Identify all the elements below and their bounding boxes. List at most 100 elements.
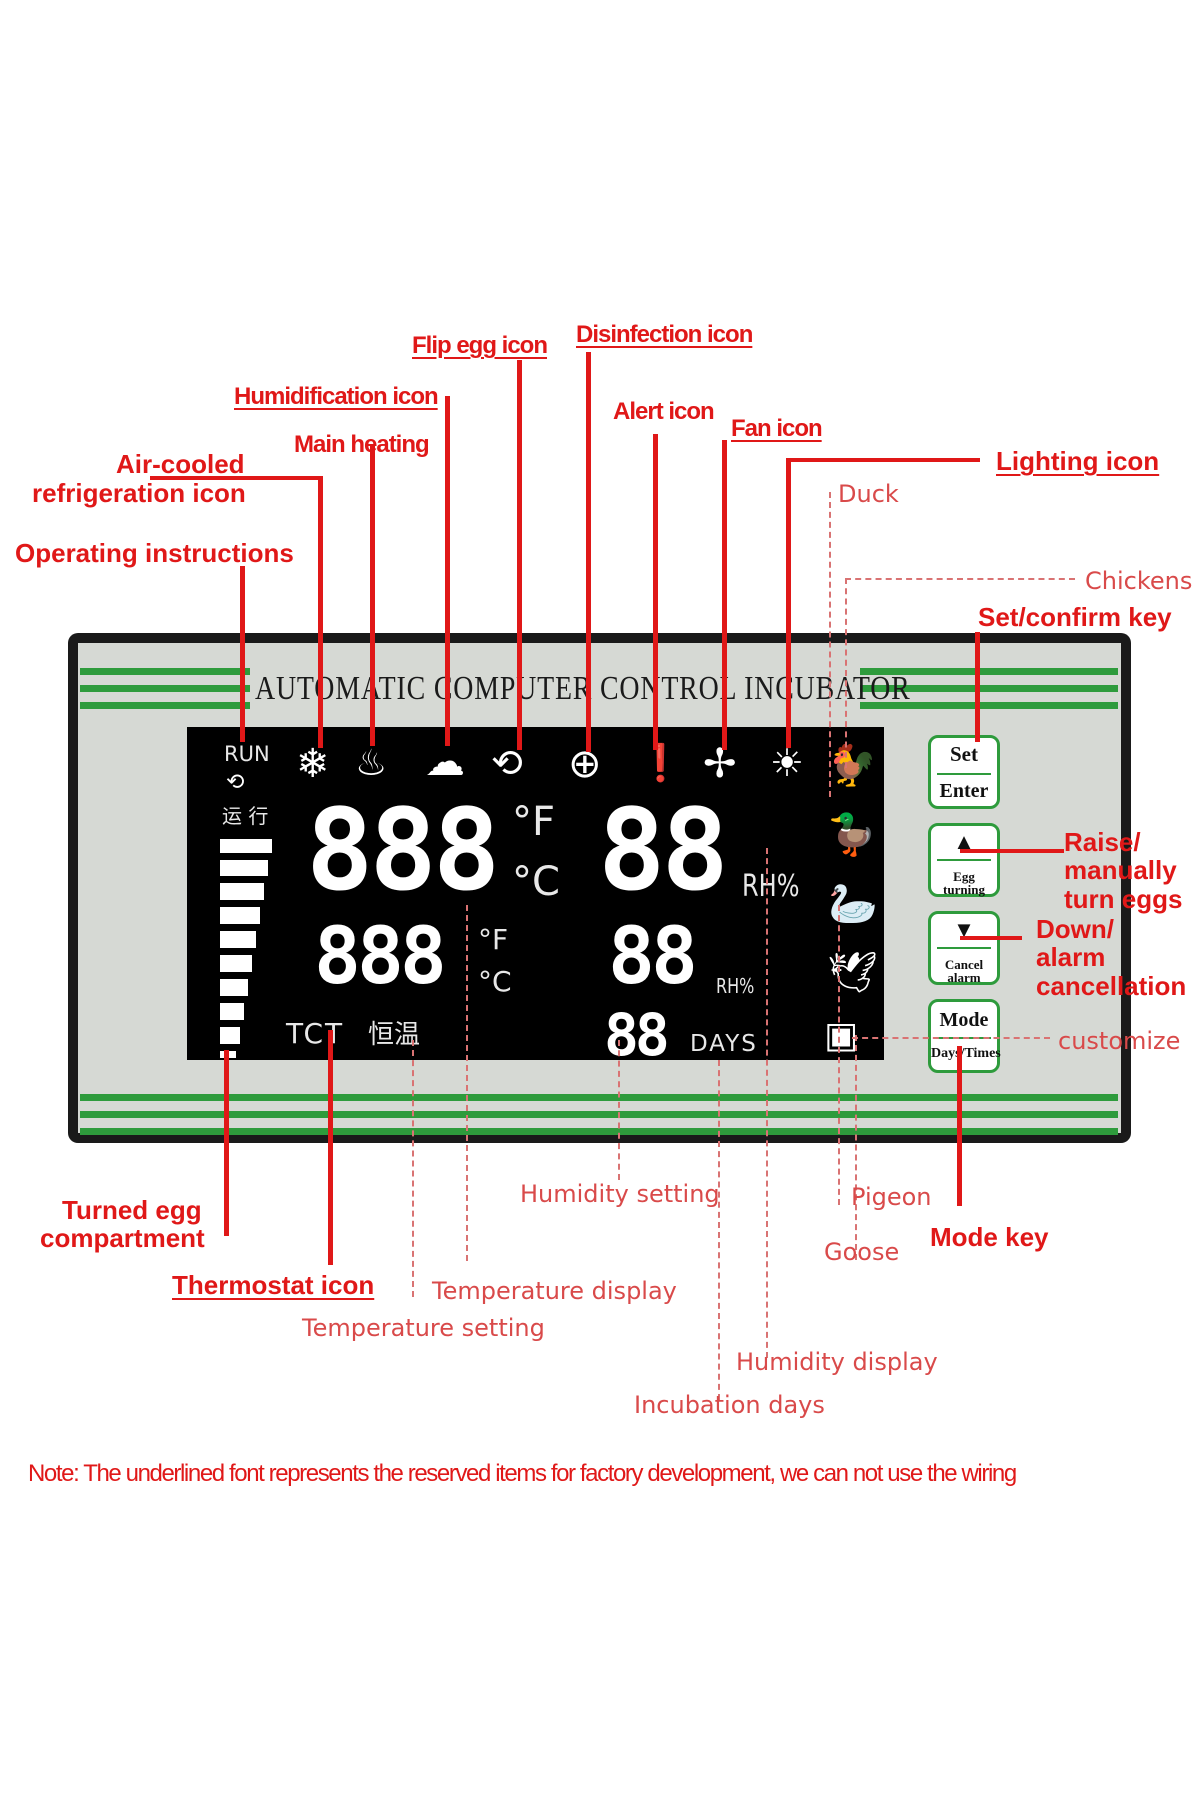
snowflake-icon: ❄ [296,741,330,787]
leader-line [722,440,727,750]
humidity-display-unit: RH% [742,869,800,904]
label-customize: customize [1058,1027,1181,1055]
up-egg-turning-key[interactable]: ▲ Egg turning [928,823,1000,897]
label-down-2: alarm [1036,942,1106,972]
turn-bar [220,1003,244,1020]
label-down-1: Down/ [1036,914,1114,944]
set-enter-key[interactable]: Set Enter [928,735,1000,809]
label-chickens: Chickens [1085,567,1193,595]
leader-line [517,360,522,750]
key-divider [937,773,991,775]
leader-line [786,458,791,748]
key-divider [937,859,991,861]
turn-bar [220,931,256,948]
stripe [860,702,1118,709]
flame-icon: ♨ [355,743,388,784]
temperature-unit-c: °C [512,859,560,905]
dashed-leader [718,1060,720,1400]
label-humidity-display: Humidity display [736,1348,938,1376]
device-title: AUTOMATIC COMPUTER CONTROL INCUBATOR [255,670,911,707]
rooster-icon: 🐓 [827,743,877,789]
leader-line [586,352,591,752]
footnote: Note: The underlined font represents the… [28,1460,1017,1487]
down-arrow-icon: ▼ [953,917,975,942]
label-humidification-icon: Humidification icon [234,383,439,410]
duck-icon: 🦆 [827,812,877,858]
dashed-leader [829,492,831,797]
label-down-3: cancellation [1036,971,1187,1001]
leader-line [150,476,322,480]
down-cancel-alarm-key[interactable]: ▼ Cancel alarm [928,911,1000,985]
goose-icon: 🦢 [828,881,878,927]
temperature-setting-unit-f: °F [478,923,509,956]
days-unit: DAYS [690,1031,758,1057]
dashed-leader [855,1035,857,1260]
stripe [80,668,250,675]
label-incubation-days: Incubation days [634,1391,825,1419]
dashed-leader [618,1040,620,1180]
stripe [80,685,250,692]
dashed-leader [766,848,768,1358]
stripe [860,685,1118,692]
label-operating-instructions: Operating instructions [15,538,294,568]
dashed-leader [845,578,1075,580]
up-arrow-icon: ▲ [953,829,975,854]
run-label: RUN [224,742,270,766]
humidity-setting-value: 88 [608,912,698,1002]
flip-egg-small-icon: ⟲ [226,770,245,795]
mode-key[interactable]: Mode Days/Times [928,999,1001,1073]
tct-label: TCT [286,1017,345,1050]
dashed-leader [412,1040,414,1297]
leader-line [786,458,980,462]
days-times-label: Days/Times [931,1046,1001,1061]
leader-line [224,1050,229,1236]
leader-line [653,434,658,750]
humidity-display-value: 88 [598,786,729,916]
stripe [80,1094,1118,1101]
stripe [80,1128,1118,1135]
dashed-leader [852,1037,1050,1039]
label-raise-3: turn eggs [1064,884,1183,914]
stripe [80,702,250,709]
custom-icon: ▣ [824,1015,859,1056]
temperature-setting-unit-c: °C [478,965,512,998]
dashed-leader [838,905,840,1205]
leader-line [328,1030,333,1265]
rain-cloud-icon: ☁ [425,739,465,785]
label-raise-1: Raise/ [1064,827,1141,857]
label-lighting-icon: Lighting icon [996,446,1160,476]
temperature-setting-value: 888 [314,912,447,1002]
egg-turning-label: Egg turning [943,869,985,897]
temperature-display-value: 888 [306,786,500,916]
label-main-heating: Main heating [294,431,430,458]
leader-line [318,476,323,748]
temperature-unit-f: °F [512,799,556,845]
tct-chinese-label: 恒温 [368,1020,421,1050]
incubation-days-value: 88 [604,1001,670,1069]
label-turned-egg-2: compartment [40,1223,205,1253]
set-key-label: Set [950,742,978,766]
label-humidity-setting: Humidity setting [520,1180,720,1208]
label-turned-egg-1: Turned egg [62,1195,202,1225]
turn-bar [220,883,264,900]
turn-bar [220,979,248,996]
light-bulb-icon: ☀ [770,741,805,785]
label-pigeon: Pigeon [851,1183,932,1211]
leader-line [957,1046,962,1206]
turn-bar [220,907,260,924]
label-temperature-display: Temperature display [432,1277,677,1305]
leader-line [370,444,375,746]
stripe [860,668,1118,675]
turn-bar [220,955,252,972]
cancel-alarm-label: Cancel alarm [944,957,984,985]
key-divider [937,947,991,949]
label-mode-key: Mode key [930,1222,1049,1252]
leader-line [960,849,1064,853]
label-disinfection-icon: Disinfection icon [576,321,753,348]
dashed-leader [466,905,468,1261]
pigeon-icon: 🕊 [827,950,878,996]
turn-bar [220,860,268,876]
label-air-cooled-2: refrigeration icon [32,478,246,508]
label-flip-egg-icon: Flip egg icon [412,332,548,359]
